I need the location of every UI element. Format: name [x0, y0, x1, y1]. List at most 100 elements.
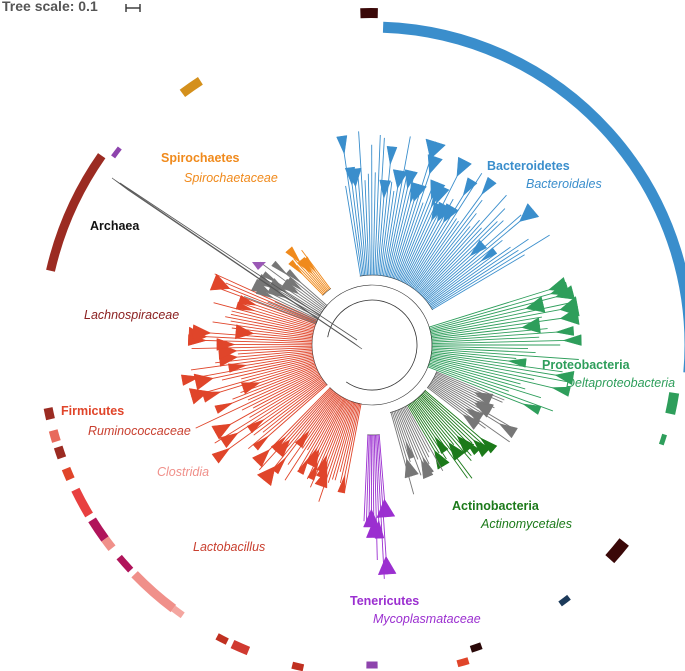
clade-lactobacillus-collapsed-wedge — [337, 474, 346, 494]
label-ruminococcaceae: Ruminococcaceae — [88, 424, 191, 438]
clade-bacteroidetes-branch — [375, 137, 385, 276]
clade-bacteroidetes-branch — [419, 227, 482, 295]
clade-ruminococcaceae-branch — [231, 310, 314, 332]
clade-bacteroidetes-branch — [364, 180, 370, 276]
clade-ruminococcaceae-branch — [203, 362, 315, 398]
clade-gray-lower-base-arc — [390, 405, 408, 413]
clade-spirochaetes-branch — [301, 249, 331, 290]
clade-proteobacteria-branch — [431, 354, 574, 379]
clade-gray-upper-branch — [430, 382, 481, 416]
ring-pink-3 — [171, 605, 185, 619]
clade-bacteroidetes-collapsed-wedge — [336, 135, 348, 155]
clade-proteobacteria-branch — [429, 291, 574, 331]
clade-bacteroidetes-collapsed-wedge — [462, 177, 478, 197]
clade-spirochaetes-collapsed-wedge — [288, 259, 304, 276]
clade-tenericutes-branch — [363, 434, 369, 522]
clade-ruminococcaceae-collapsed-wedge — [252, 435, 270, 451]
label-clostridia: Clostridia — [157, 465, 210, 479]
clade-actinobacteria-collapsed-wedge — [434, 436, 449, 454]
clade-gray-archaea-adjacent-branch — [243, 296, 317, 325]
label-proteobacteria: Proteobacteria — [542, 358, 630, 372]
clade-ruminococcaceae-branch — [230, 320, 313, 336]
clade-ruminococcaceae-branch — [182, 355, 314, 381]
clade-ruminococcaceae-collapsed-wedge — [246, 419, 265, 434]
tree-scale-label: Tree scale: 0.1 — [2, 0, 98, 14]
clade-actinobacteria-base-arc — [406, 389, 426, 406]
clade-spirochaetes-branch — [305, 262, 329, 291]
clade-lactobacillus-branch — [287, 393, 338, 465]
clade-proteobacteria-branch — [431, 339, 582, 345]
clade-bacteroidetes-collapsed-wedge — [519, 203, 540, 222]
clade-bacteroidetes-branch — [422, 220, 504, 298]
clade-lactobacillus-collapsed-wedge — [256, 465, 276, 487]
clade-ruminococcaceae-branch — [231, 327, 313, 339]
ring-red-bottom — [456, 657, 470, 668]
clade-bacteroidetes-branch — [416, 226, 471, 292]
clade-gray-upper-collapsed-wedge — [462, 413, 481, 430]
clade-ruminococcaceae-branch — [237, 348, 313, 355]
clade-actinobacteria-branch — [417, 397, 472, 461]
clade-gray-lower-branch — [403, 407, 430, 458]
clade-bacteroidetes-branch — [414, 199, 483, 290]
clade-bacteroidetes-branch — [417, 219, 480, 293]
clade-ruminococcaceae-branch — [221, 358, 314, 381]
clade-actinobacteria-branch — [409, 403, 447, 460]
label-spirochaetaceae: Spirochaetaceae — [184, 171, 278, 185]
clade-archaea-branch — [119, 182, 358, 341]
label-bacteroidales: Bacteroidales — [526, 177, 602, 191]
clade-tenericutes-branch — [365, 434, 370, 526]
clade-proteobacteria-branch — [431, 348, 579, 360]
clade-proteobacteria-branch — [431, 315, 579, 338]
clade-actinobacteria-branch — [408, 404, 440, 454]
clade-ruminococcaceae-branch — [239, 302, 315, 328]
clade-ruminococcaceae-collapsed-wedge — [219, 432, 239, 449]
clade-ruminococcaceae-branch — [241, 359, 315, 380]
clade-bacteroidetes-branch — [424, 214, 522, 300]
clade-proteobacteria-collapsed-wedge — [550, 386, 571, 397]
clade-ruminococcaceae-branch — [213, 302, 315, 330]
clade-proteobacteria-branch — [429, 288, 568, 329]
clade-gray-upper-branch — [436, 371, 505, 401]
label-lactobacillus: Lactobacillus — [193, 540, 266, 554]
clade-ruminococcaceae-collapsed-wedge — [211, 423, 232, 440]
clade-lactobacillus-branch — [309, 399, 349, 488]
clade-spirochaetes-collapsed-wedge — [302, 256, 317, 273]
clade-lactobacillus-branch — [344, 403, 362, 492]
clade-bacteroidetes-branch — [429, 238, 529, 307]
clade-proteobacteria-branch — [431, 352, 563, 373]
clade-lactobacillus-branch — [339, 403, 360, 484]
clade-ruminococcaceae-branch — [216, 367, 317, 411]
clade-proteobacteria-branch — [427, 366, 540, 411]
clade-gray-archaea-adjacent-collapsed-wedge — [271, 260, 288, 276]
ring-red-4 — [61, 466, 75, 482]
clade-ruminococcaceae-collapsed-wedge — [188, 388, 210, 405]
clade-proteobacteria-collapsed-wedge — [559, 307, 580, 325]
ring-pink-1 — [101, 536, 116, 551]
clade-bacteroidetes-branch — [385, 170, 409, 277]
clade-bacteroidetes-branch — [408, 180, 473, 286]
clade-gray-archaea-adjacent-branch — [259, 261, 325, 310]
clade-bacteroidetes-branch — [403, 160, 466, 283]
clade-ruminococcaceae-branch — [192, 331, 313, 342]
clade-ruminococcaceae-branch — [191, 345, 313, 350]
clade-ruminococcaceae-branch — [225, 316, 314, 335]
clade-tenericutes-branch — [373, 434, 378, 561]
clade-lactobacillus-branch — [285, 390, 334, 450]
clade-bacteroidetes-branch — [410, 218, 457, 288]
clade-ruminococcaceae-branch — [215, 351, 313, 364]
clade-bacteroidetes-branch — [367, 173, 371, 276]
clade-actinobacteria-branch — [423, 391, 486, 447]
clade-ruminococcaceae-branch — [232, 366, 317, 400]
clade-proteobacteria-branch — [430, 302, 572, 333]
clade-gray-upper-branch — [432, 380, 517, 431]
clade-ruminococcaceae-branch — [188, 339, 313, 344]
clade-bacteroidetes-branch — [411, 220, 459, 288]
clade-bacteroidetes-branch — [412, 179, 493, 289]
clade-gray-lower-branch — [401, 407, 430, 465]
clade-bacteroidetes-branch — [425, 209, 534, 301]
label-actinobacteria: Actinobacteria — [452, 499, 539, 513]
clade-bacteroidetes-collapsed-wedge — [480, 247, 498, 262]
clade-proteobacteria-base-arc — [427, 326, 433, 368]
ring-lachnospiraceae — [46, 153, 106, 272]
clade-proteobacteria-branch — [430, 305, 578, 335]
